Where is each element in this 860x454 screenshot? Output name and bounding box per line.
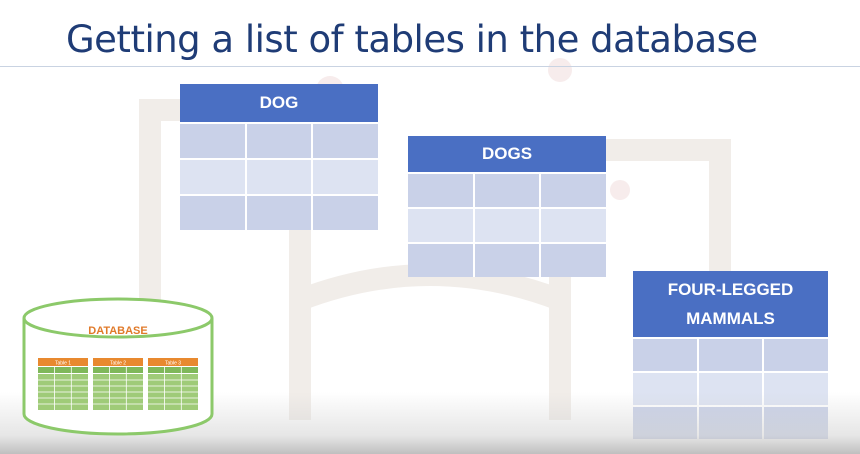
mini-table-title: Table 2 (110, 361, 126, 367)
table-dog: DOG (180, 84, 378, 230)
header-line-1: FOUR-LEGGED (667, 280, 794, 299)
database-label: DATABASE (88, 325, 147, 337)
table-cell (408, 174, 473, 207)
table-cell (764, 339, 828, 371)
table-cell (180, 124, 245, 158)
table-cell (246, 124, 312, 158)
table-dogs-header: DOGS (408, 136, 606, 172)
database-icon: DATABASE Table 1 Table 2 Table 3 (22, 297, 214, 436)
table-four-legged-mammals-header: FOUR-LEGGED MAMMALS (633, 271, 828, 337)
table-cell (408, 244, 473, 277)
slide-title: Getting a list of tables in the database (66, 18, 758, 61)
table-cell (541, 174, 606, 207)
mini-table-title: Table 3 (165, 361, 181, 367)
table-cell (246, 160, 312, 194)
header-line-2: MAMMALS (686, 309, 775, 328)
table-cell (698, 339, 763, 371)
table-dog-header: DOG (180, 84, 378, 122)
mini-table-3: Table 3 (148, 358, 198, 410)
table-cell (180, 160, 245, 194)
table-dogs: DOGS (408, 136, 606, 277)
table-cell (474, 174, 540, 207)
table-cell (313, 124, 378, 158)
table-dogs-grid (408, 172, 606, 277)
table-cell (313, 160, 378, 194)
table-cell (408, 209, 473, 242)
table-cell (313, 196, 378, 230)
table-cell (541, 209, 606, 242)
title-divider (0, 66, 860, 67)
table-cell (474, 244, 540, 277)
table-cell (541, 244, 606, 277)
table-dog-grid (180, 122, 378, 230)
mini-table-title: Table 1 (55, 361, 71, 367)
table-cell (180, 196, 245, 230)
table-cell (633, 339, 697, 371)
table-cell (474, 209, 540, 242)
mini-table-1: Table 1 (38, 358, 88, 410)
table-cell (246, 196, 312, 230)
mini-table-2: Table 2 (93, 358, 143, 410)
